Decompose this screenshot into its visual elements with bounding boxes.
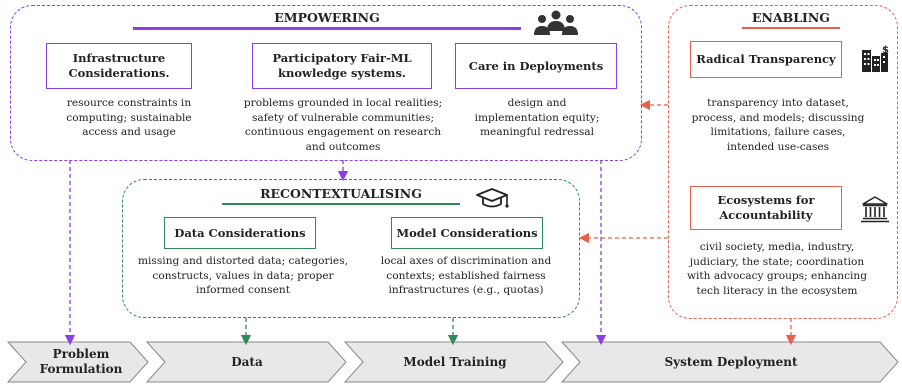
ecosystems-accountability-box: Ecosystems for Accountability <box>690 186 842 230</box>
enabling-region <box>668 5 898 319</box>
pipeline <box>6 341 899 383</box>
radical-transparency-desc: transparency into dataset, process, and … <box>691 97 865 153</box>
participatory-fairml-box: Participatory Fair-ML knowledge systems. <box>252 43 432 89</box>
stage-shape-problem-formulation <box>6 341 149 383</box>
stage-shape-data <box>145 341 347 383</box>
stage-model-training: Model Training <box>403 354 507 369</box>
graduation-cap-icon <box>474 185 510 213</box>
stage-shape-system-deployment <box>560 341 899 383</box>
empowering-region <box>10 5 642 161</box>
model-considerations-box: Model Considerations <box>391 217 543 249</box>
people-group-icon <box>533 9 579 37</box>
model-considerations-desc: local axes of discrimination and context… <box>380 255 552 297</box>
enabling-title: ENABLING <box>752 10 830 25</box>
radical-transparency-box: Radical Transparency <box>690 41 842 78</box>
infrastructure-considerations-box: Infrastructure Considerations. <box>46 43 192 89</box>
data-considerations-box: Data Considerations <box>164 217 316 249</box>
enabling-title-underline <box>742 27 840 29</box>
care-in-deployments-desc: design and implementation equity; meanin… <box>474 97 600 139</box>
ecosystems-accountability-desc: civil society, media, industry, judiciar… <box>686 241 868 297</box>
recontextualising-title-underline <box>222 203 460 205</box>
stage-system-deployment: System Deployment <box>664 354 798 369</box>
stage-problem-formulation: Problem Formulation <box>39 347 123 376</box>
care-in-deployments-box: Care in Deployments <box>455 43 617 89</box>
government-building-icon <box>860 194 890 224</box>
recontextualising-region <box>122 179 580 318</box>
stage-data: Data <box>231 354 263 369</box>
stage-shape-model-training <box>343 341 564 383</box>
empowering-title-underline <box>133 27 521 30</box>
svg-text:$: $ <box>882 45 889 56</box>
recontextualising-title: RECONTEXTUALISING <box>260 186 422 201</box>
data-considerations-desc: missing and distorted data; categories, … <box>138 255 349 297</box>
empowering-title: EMPOWERING <box>274 10 380 25</box>
city-finance-icon: $ <box>860 44 892 74</box>
infrastructure-considerations-desc: resource constraints in computing; susta… <box>66 97 192 139</box>
participatory-fairml-desc: problems grounded in local realities; sa… <box>243 97 443 153</box>
